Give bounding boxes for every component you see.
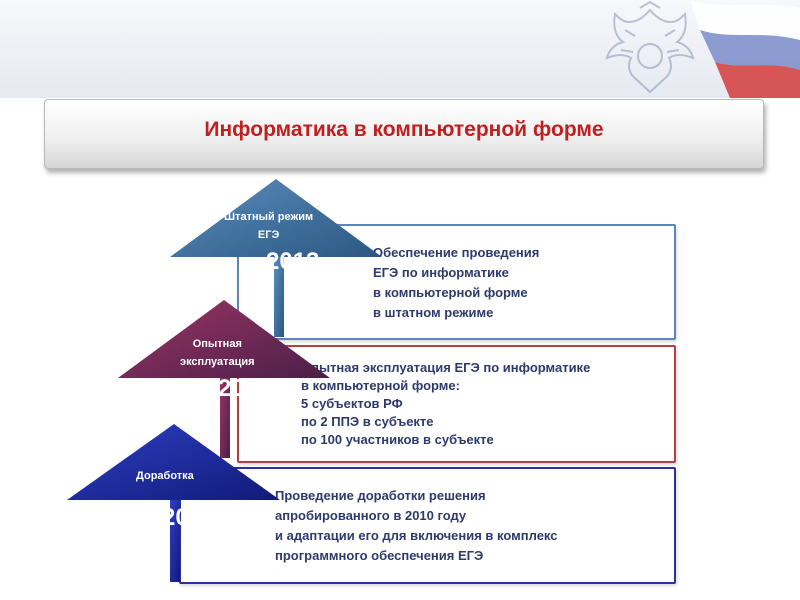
description-line: по 100 участников в субъекте (301, 432, 494, 447)
step-2-label: Опытная эксплуатация (180, 335, 255, 371)
description-line: 5 субъектов РФ (301, 396, 403, 411)
step-2-description-box: Опытная эксплуатация ЕГЭ по информатике … (237, 345, 676, 463)
step-2-year: 2012 (218, 375, 272, 402)
description-line: Опытная эксплуатация ЕГЭ по информатике (301, 360, 591, 375)
page-title: Информатика в компьютерной форме (204, 118, 604, 141)
description-line: Проведение доработки решения (275, 488, 486, 503)
step-3-stem (170, 500, 180, 582)
step-label-line: Доработка (136, 470, 194, 482)
step-3-description-box: Проведение доработки решения апробирован… (179, 467, 676, 584)
step-3-description: Проведение доработки решения апробирован… (275, 486, 557, 566)
description-line: программного обеспечения ЕГЭ (275, 548, 484, 563)
description-line: ЕГЭ по информатике (373, 265, 509, 280)
step-3-year: 2011 (162, 504, 215, 531)
step-3-label: Доработка (136, 467, 194, 485)
description-line: по 2 ППЭ в субъекте (301, 414, 434, 429)
russian-flag-icon (690, 0, 800, 98)
step-2-stem (220, 378, 230, 458)
description-line: в компьютерной форме (373, 285, 528, 300)
description-line: в штатном режиме (373, 305, 494, 320)
double-headed-eagle-icon (605, 0, 695, 94)
step-1-arrow (170, 179, 382, 257)
header-band (0, 0, 800, 98)
description-line: апробированного в 2010 году (275, 508, 467, 523)
step-3-arrow (67, 424, 280, 500)
step-2-description: Опытная эксплуатация ЕГЭ по информатике … (301, 359, 590, 449)
step-label-line: Опытная (192, 338, 242, 350)
step-1-description: Обеспечение проведения ЕГЭ по информатик… (373, 243, 539, 323)
description-line: и адаптации его для включения в комплекс (275, 528, 558, 543)
step-1-year: 2013 (266, 248, 320, 275)
description-line: в компьютерной форме: (301, 378, 460, 393)
step-label-line: ЕГЭ (257, 229, 280, 241)
title-bar: Информатика в компьютерной форме (44, 99, 764, 169)
step-1-label: Штатный режим ЕГЭ (224, 208, 313, 244)
description-line: Обеспечение проведения (373, 245, 540, 260)
step-label-line: Штатный режим (224, 211, 314, 223)
step-label-line: эксплуатация (180, 356, 255, 368)
step-1-stem (274, 257, 284, 337)
step-2-arrow (118, 300, 330, 378)
